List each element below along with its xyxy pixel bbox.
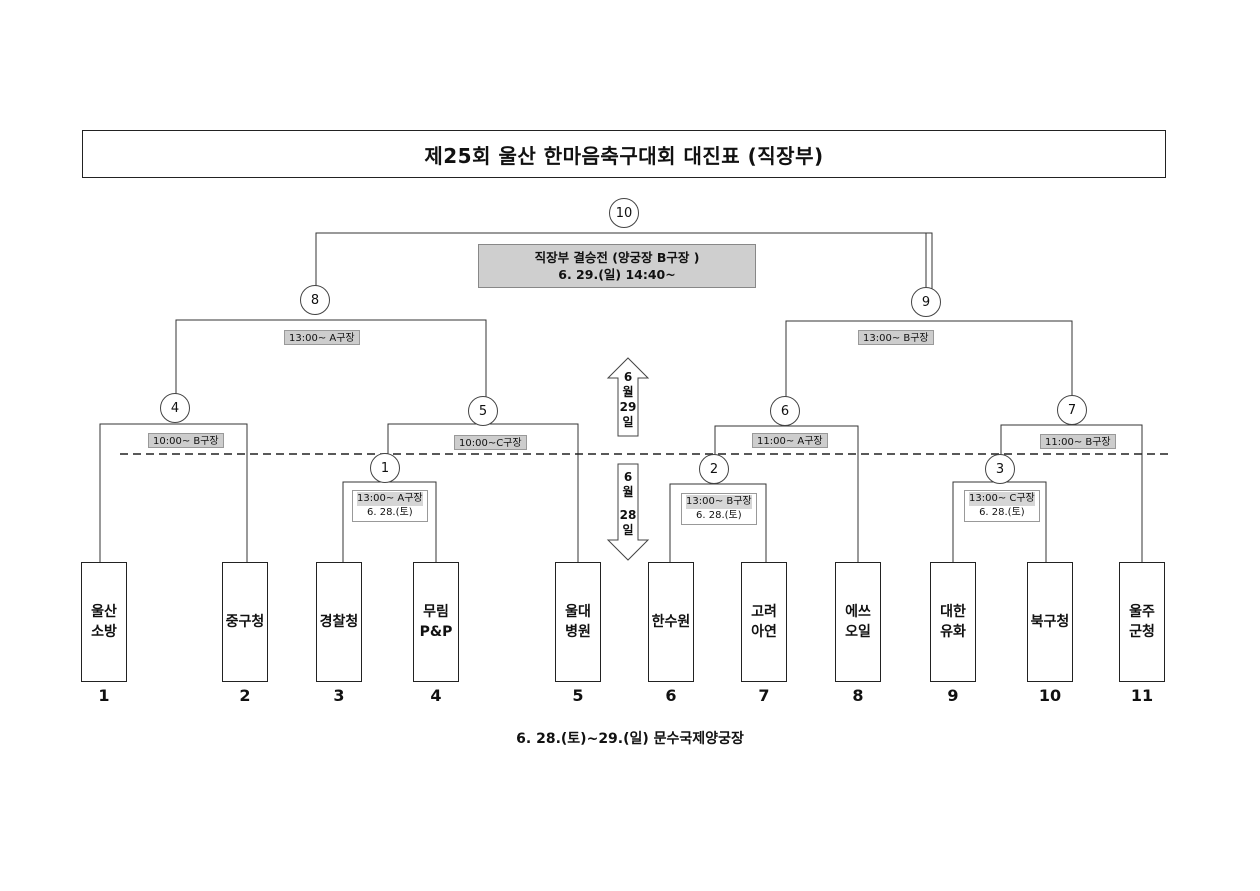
team-number-7: 7 bbox=[758, 686, 770, 705]
team-number-3: 3 bbox=[333, 686, 345, 705]
match-node-3: 3 bbox=[985, 454, 1015, 484]
final-title: 직장부 결승전 (양궁장 B구장 ) bbox=[534, 250, 700, 265]
match-node-8: 8 bbox=[300, 285, 330, 315]
team-number-2: 2 bbox=[239, 686, 251, 705]
team-number-8: 8 bbox=[852, 686, 864, 705]
match5-time-label: 10:00~C구장 bbox=[454, 435, 527, 450]
match2-bracket-line bbox=[669, 483, 767, 562]
match-node-1: 1 bbox=[370, 453, 400, 483]
match6-time-label: 11:00~ A구장 bbox=[752, 433, 828, 448]
team-box-10: 북구청 bbox=[1027, 562, 1073, 682]
match4-time-label: 10:00~ B구장 bbox=[148, 433, 224, 448]
team-number-4: 4 bbox=[430, 686, 442, 705]
match8-time-label: 13:00~ A구장 bbox=[284, 330, 360, 345]
team-number-1: 1 bbox=[98, 686, 110, 705]
day28-label: 6 월 28 일 bbox=[619, 470, 637, 537]
match6-bracket-line bbox=[714, 425, 859, 562]
match-node-10: 10 bbox=[609, 198, 639, 228]
day29-label: 6 월 29 일 bbox=[619, 370, 637, 429]
team-box-6: 한수원 bbox=[648, 562, 694, 682]
match4-bracket-line bbox=[99, 423, 248, 562]
arrow-up-icon bbox=[606, 357, 650, 437]
team-box-2: 중구청 bbox=[222, 562, 268, 682]
match-node-7: 7 bbox=[1057, 395, 1087, 425]
final-datetime: 6. 29.(일) 14:40~ bbox=[558, 267, 676, 282]
match9-bracket-line bbox=[785, 320, 1073, 410]
match3-schedule-label: 13:00~ C구장 6. 28.(토) bbox=[964, 490, 1040, 522]
match7-bracket-line bbox=[1000, 424, 1143, 562]
team-number-11: 11 bbox=[1130, 686, 1154, 705]
arrow-down-icon bbox=[606, 463, 650, 561]
team-number-10: 10 bbox=[1038, 686, 1062, 705]
match7-time-label: 11:00~ B구장 bbox=[1040, 434, 1116, 449]
team-number-9: 9 bbox=[947, 686, 959, 705]
match-node-6: 6 bbox=[770, 396, 800, 426]
match2-schedule-label: 13:00~ B구장 6. 28.(토) bbox=[681, 493, 757, 525]
page-title: 제25회 울산 한마음축구대회 대진표 (직장부) bbox=[82, 130, 1166, 178]
match1-schedule-label: 13:00~ A구장 6. 28.(토) bbox=[352, 490, 428, 522]
match-node-9: 9 bbox=[911, 287, 941, 317]
match8-bracket-line bbox=[175, 319, 487, 410]
final-info-box: 직장부 결승전 (양궁장 B구장 ) 6. 29.(일) 14:40~ bbox=[478, 244, 756, 288]
team-number-6: 6 bbox=[665, 686, 677, 705]
match9-time-label: 13:00~ B구장 bbox=[858, 330, 934, 345]
match-node-2: 2 bbox=[699, 454, 729, 484]
match-node-4: 4 bbox=[160, 393, 190, 423]
team-box-3: 경찰청 bbox=[316, 562, 362, 682]
venue-footer: 6. 28.(토)~29.(일) 문수국제양궁장 bbox=[516, 731, 744, 747]
match-node-5: 5 bbox=[468, 396, 498, 426]
team-number-5: 5 bbox=[572, 686, 584, 705]
